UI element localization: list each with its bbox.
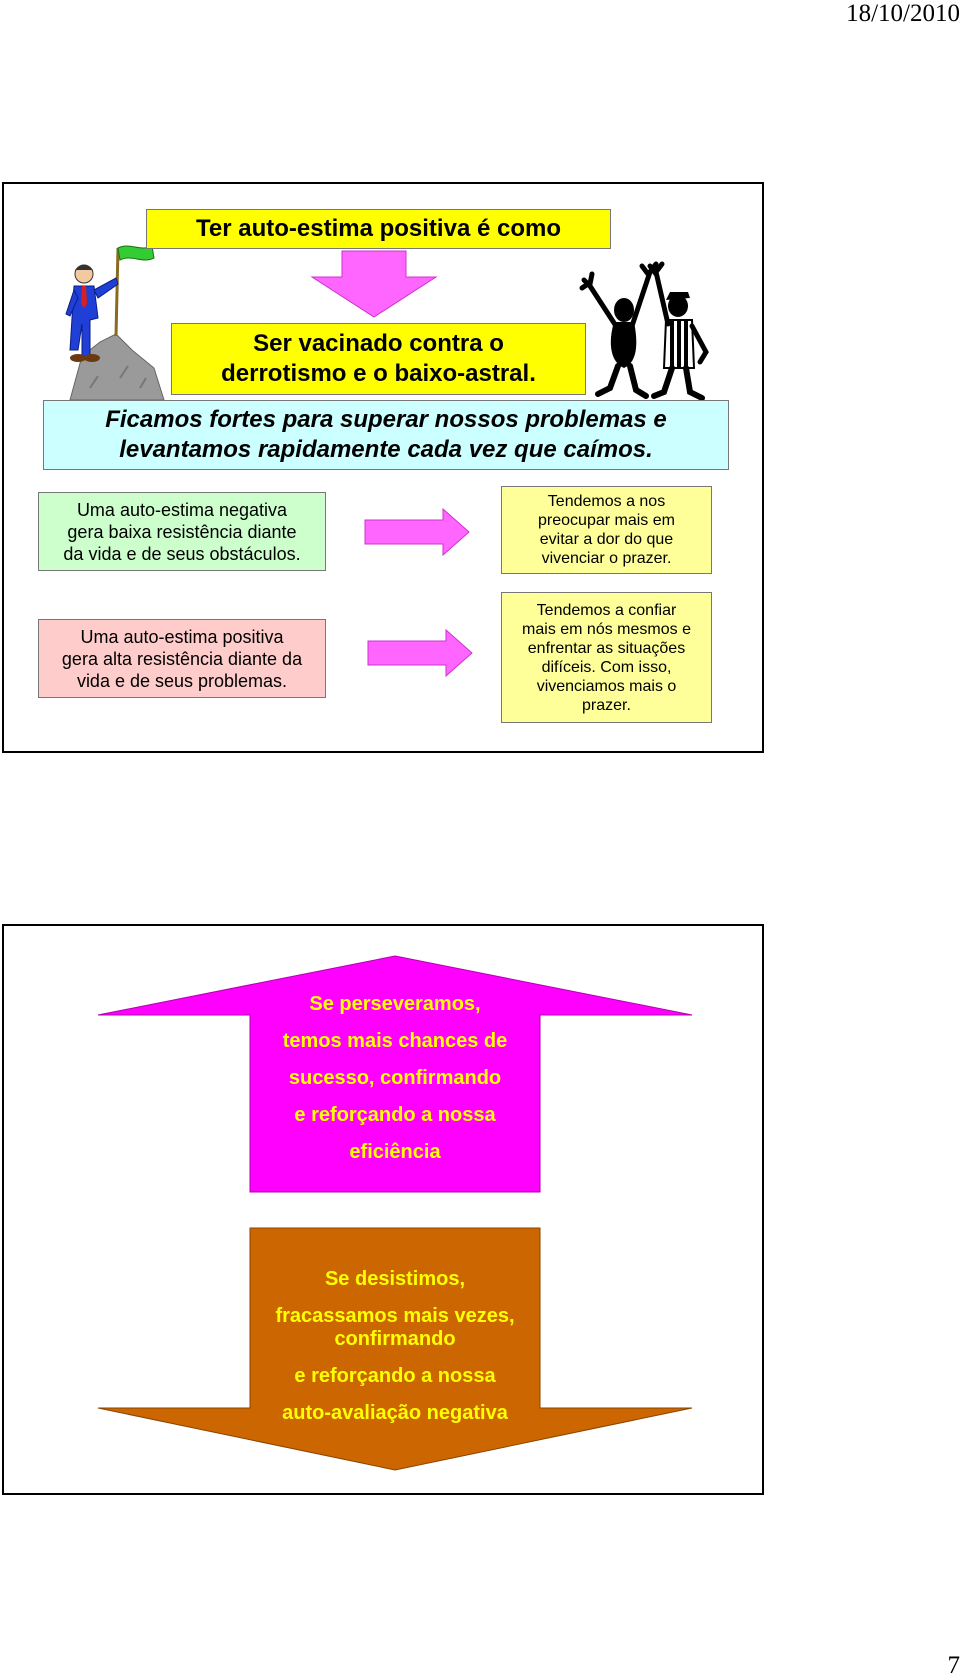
res1-line-2: preocupar mais em [538,512,675,529]
right-arrow-2 [367,628,473,678]
negative-esteem-box: Uma auto-estima negativa gera baixa resi… [38,492,326,571]
res2-line-4: difíceis. Com isso, [541,658,672,676]
persevere-text: Se perseveramos, temos mais chances de s… [250,993,540,1164]
down-arrow-pink [310,250,438,318]
up-line-4: e reforçando a nossa [294,1104,496,1126]
neg-line-3: da vida e de seus obstáculos. [63,543,301,564]
vaccinated-line-1: Ser vacinado contra o [253,330,504,357]
down-line-3: confirmando [334,1328,456,1350]
res1-line-1: Tendemos a nos [547,493,666,510]
neg-line-1: Uma auto-estima negativa [76,499,288,520]
down-arrow-orange [97,1227,693,1471]
date: 18/10/2010 [846,0,960,27]
result-box-2: Tendemos a confiar mais em nós mesmos e … [501,592,712,723]
desist-text: Se desistimos, fracassamos mais vezes, c… [240,1268,550,1425]
down-line-4: e reforçando a nossa [294,1365,496,1387]
vaccinated-box: Ser vacinado contra o derrotismo e o bai… [171,323,586,395]
res2-line-2: mais em nós mesmos e [522,620,691,638]
up-line-2: temos mais chances de [282,1030,508,1052]
climber-illustration [65,245,165,401]
up-line-5: eficiência [349,1141,441,1163]
right-arrow-1 [364,507,470,557]
strong-line-1: Ficamos fortes para superar nossos probl… [105,406,667,433]
res1-line-4: vivenciar o prazer. [541,550,672,567]
neg-line-2: gera baixa resistência diante [67,521,297,542]
celebrating-figures-illustration [579,261,709,401]
up-arrow-magenta [97,955,693,1193]
strong-line-2: levantamos rapidamente cada vez que caím… [119,436,653,463]
pos-line-3: vida e de seus problemas. [76,670,288,691]
page-number: 7 [947,1652,960,1679]
result-box-1: Tendemos a nos preocupar mais em evitar … [501,486,712,574]
res2-line-1: Tendemos a confiar [536,601,677,619]
strong-box: Ficamos fortes para superar nossos probl… [43,400,729,470]
positive-esteem-box: Uma auto-estima positiva gera alta resis… [38,619,326,698]
res2-line-3: enfrentar as situações [527,639,686,657]
up-line-3: sucesso, confirmando [288,1067,502,1089]
up-line-1: Se perseveramos, [309,993,481,1015]
res2-line-5: vivenciamos mais o [536,677,677,695]
res1-line-3: evitar a dor do que [539,531,674,548]
down-line-2: fracassamos mais vezes, [275,1305,515,1327]
vaccinated-line-2: derrotismo e o baixo-astral. [221,360,536,387]
pos-line-1: Uma auto-estima positiva [80,626,284,647]
slide1-title: Ter auto-estima positiva é como [146,209,611,249]
down-line-1: Se desistimos, [324,1268,466,1290]
pos-line-2: gera alta resistência diante da [61,648,303,669]
res2-line-6: prazer. [582,696,631,714]
down-line-5: auto-avaliação negativa [282,1402,508,1424]
